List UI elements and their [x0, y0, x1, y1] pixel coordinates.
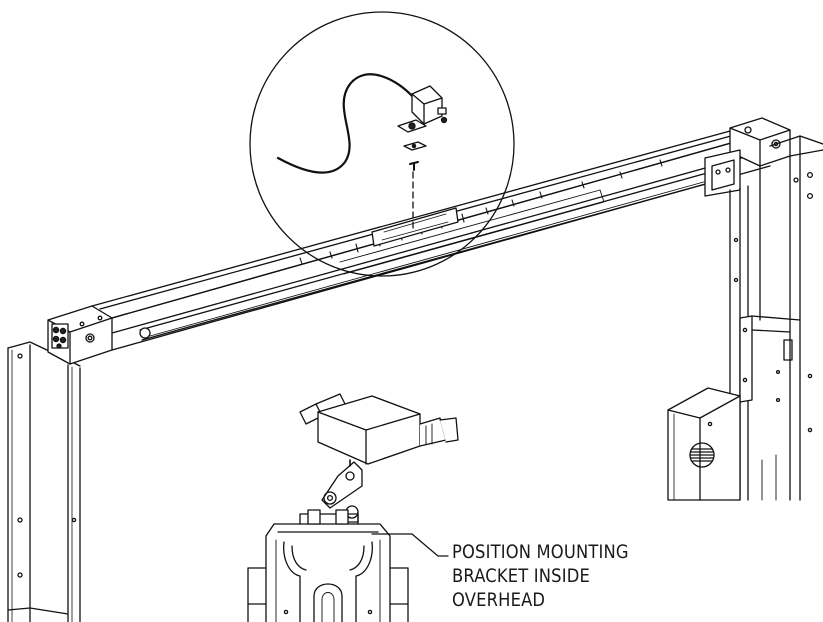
right-column — [729, 135, 823, 501]
power-unit-box — [667, 387, 741, 501]
overhead-cross-section — [247, 509, 409, 622]
overhead-beam — [91, 124, 771, 351]
detail-magnifier-circle — [249, 11, 515, 277]
screw-icon — [409, 161, 419, 171]
left-column — [7, 341, 81, 622]
callout-line-1: POSITION MOUNTING — [452, 541, 629, 563]
callout-label: POSITION MOUNTING BRACKET INSIDE OVERHEA… — [452, 540, 629, 612]
callout-leader — [371, 533, 449, 557]
sensor-body — [411, 85, 443, 125]
beam-left-end-cap — [47, 305, 113, 365]
beam-right-end-cap — [704, 117, 791, 197]
callout-line-2: BRACKET INSIDE — [452, 565, 590, 587]
sensor-cable — [276, 73, 416, 174]
callout-line-3: OVERHEAD — [452, 589, 546, 611]
lower-detail-sensor — [299, 393, 459, 523]
